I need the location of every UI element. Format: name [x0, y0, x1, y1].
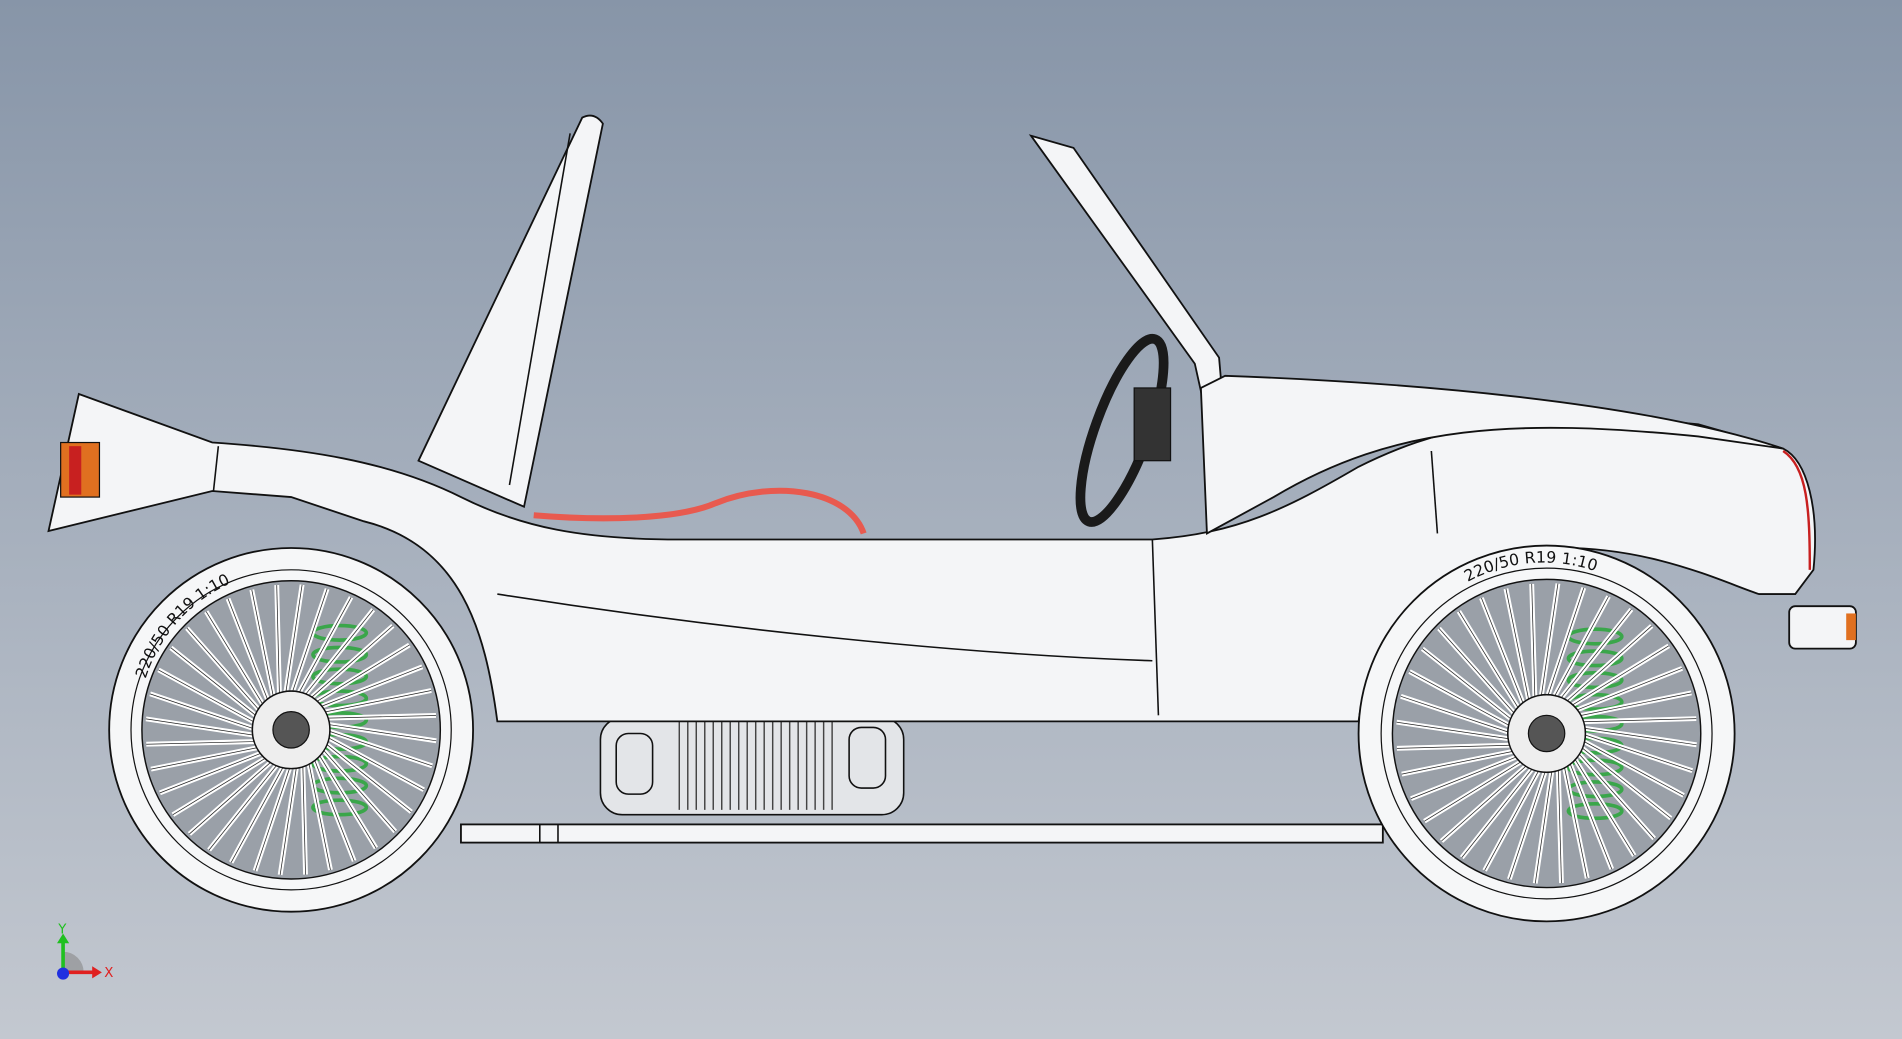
windshield — [1028, 134, 1224, 421]
y-axis-label: Y — [57, 923, 67, 938]
z-axis-dot — [57, 967, 70, 980]
axis-triad[interactable]: X Y — [57, 923, 113, 982]
front-bumper — [1788, 605, 1857, 650]
motor — [599, 716, 905, 816]
steering-wheel — [1075, 333, 1172, 527]
front-wheel — [1357, 544, 1736, 923]
roll-bar — [417, 114, 604, 509]
rear-wheel — [108, 547, 474, 913]
cable — [533, 487, 867, 535]
x-axis-label: X — [104, 966, 113, 981]
chassis-plate — [460, 823, 1384, 844]
